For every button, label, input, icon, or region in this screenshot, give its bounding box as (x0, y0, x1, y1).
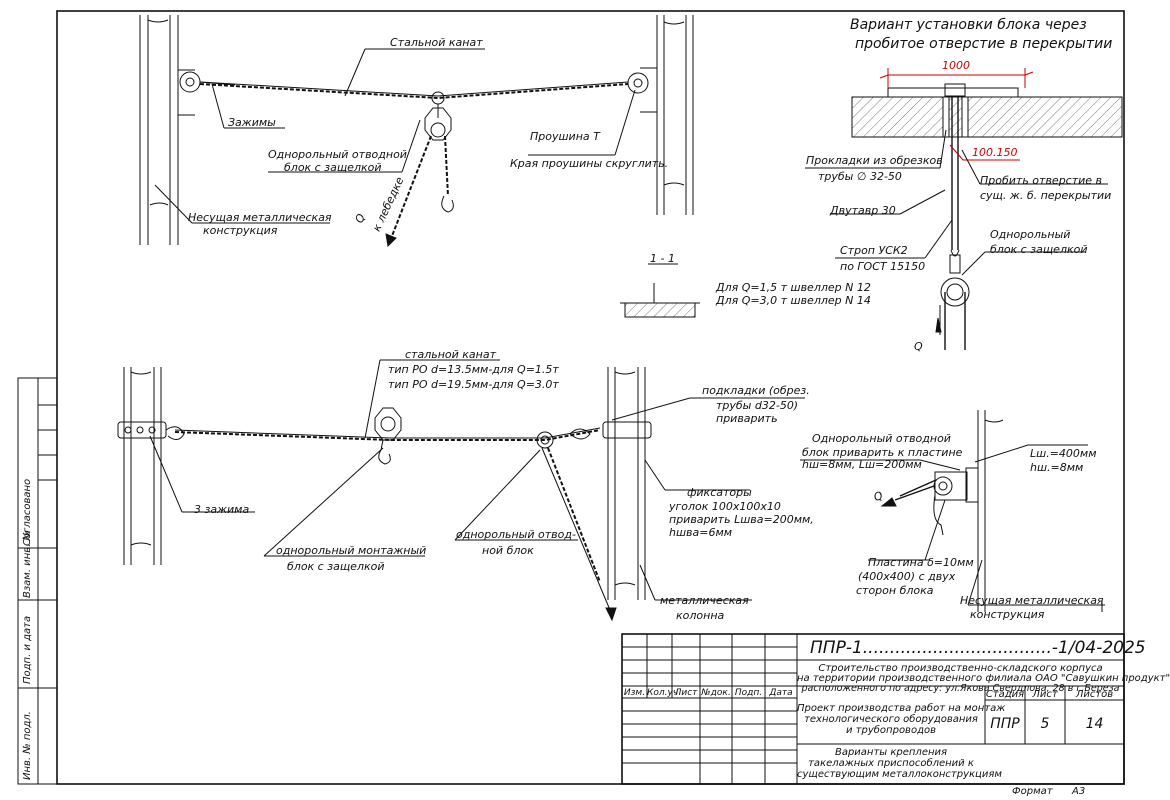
section-note-q30: Для Q=3,0 т швеллер N 14 (716, 294, 871, 307)
label-single-block-line1: Однорольный (990, 228, 1071, 241)
label-weld-block-line3: hш=8мм, Lш=200мм (802, 458, 922, 471)
label-gaskets-line2: трубы ∅ 32-50 (818, 170, 902, 183)
col-header-docno: №док. (701, 688, 731, 698)
label-punch-line2: сущ. ж. б. перекрытии (980, 189, 1112, 202)
label-q-top-right: Q (914, 340, 923, 353)
format-value: А3 (1072, 786, 1086, 797)
dimension-100-150: 100.150 (972, 146, 1018, 159)
sheet-value: 5 (1040, 716, 1050, 732)
subject-line1: Проект производства работ на монтаж (797, 703, 1006, 714)
label-div-block-line2: ной блок (482, 544, 534, 557)
label-weld-length: Lш.=400мм (1030, 447, 1097, 460)
sheet-title-line3: существующим металлоконструкциям (797, 769, 1002, 780)
label-fix-line1: фиксаторы (687, 486, 752, 499)
label-block-line2: блок с защелкой (284, 161, 382, 174)
label-weld-block-line2: блок приварить к пластине (802, 446, 963, 459)
label-punch-line1: Пробить отверстие в (980, 174, 1103, 187)
section-1-1 (620, 263, 700, 318)
label-plate-line3: сторон блока (856, 584, 934, 597)
label-column-line1: металлическая (660, 594, 749, 607)
col-header-change: Изм. (623, 688, 646, 698)
label-block-line1: Однорольный отводной (268, 148, 407, 161)
label-structure-line1: Несущая металлическая (188, 211, 332, 224)
sheet-header: Лист (1032, 689, 1058, 700)
label-column-line2: колонна (676, 609, 725, 622)
label-pads-line1: подкладки (обрез. (702, 384, 810, 397)
label-lug-line2: Края проушины скруглить. (510, 157, 669, 170)
label-fix-line4: hшва=6мм (669, 526, 733, 539)
col-header-sheet: Лист (674, 688, 698, 698)
label-weld-height: hш.=8мм (1030, 461, 1084, 474)
project-line1: Строительство производственно-складского… (818, 663, 1103, 674)
label-weld-block-line1: Однорольный отводной (812, 432, 951, 445)
label-sling-line2: по ГОСТ 15150 (840, 260, 926, 273)
subject-line2: технологического оборудования (804, 714, 978, 725)
label-sling-line1: Строп УСК2 (840, 244, 908, 257)
format-label: Формат (1012, 786, 1053, 797)
subject-line3: и трубопроводов (846, 725, 936, 736)
top-right-slab-diagram (805, 68, 1123, 350)
label-rope-line3: тип РО d=19.5мм-для Q=3.0т (388, 378, 559, 391)
col-header-sign: Подп. (734, 688, 763, 698)
left-strip-frame (17, 377, 58, 785)
label-structure-line2: конструкция (203, 224, 278, 237)
col-header-date: Дата (769, 688, 793, 698)
strip-replace-inv: Взам. инв. № (22, 530, 33, 598)
label-plate-line2: (400х400) с двух (858, 570, 956, 583)
project-line2: на территории производственного филиала … (797, 673, 1170, 684)
strip-inv-orig: Инв. № подл. (22, 711, 33, 780)
label-fix-line2: уголок 100х100х10 (669, 500, 781, 513)
label-br-structure-line2: конструкция (970, 608, 1045, 621)
label-beam: Двутавр 30 (830, 204, 896, 217)
slab-variant-title-line1: Вариант установки блока через (850, 17, 1087, 33)
stage-header: Стадия (985, 689, 1025, 700)
label-pads-line2: трубы d32-50) (716, 399, 799, 412)
sheets-value: 14 (1085, 716, 1104, 732)
sheet-title-line2: такелажных приспособлений к (808, 758, 974, 769)
label-clamps: Зажимы (228, 116, 276, 129)
stage-value: ППР (990, 716, 1020, 732)
strip-sign-date: Подп. и дата (22, 615, 33, 684)
drawing-canvas (17, 10, 1125, 785)
document-code: ППР-1...................................… (810, 638, 1146, 658)
title-block-frame (621, 633, 1125, 785)
label-br-structure-line1: Несущая металлическая (960, 594, 1104, 607)
label-rope-line2: тип РО d=13.5мм-для Q=1.5т (388, 363, 559, 376)
bottom-left-diagram (117, 359, 805, 622)
sheet-title-line1: Варианты крепления (834, 747, 948, 758)
sheets-header: Листов (1075, 689, 1114, 700)
project-line3: расположенного по адресу: ул.Якова Сверд… (801, 683, 1120, 694)
label-rope-line1: стальной канат (405, 348, 497, 361)
label-single-block-line2: блок с защелкой (990, 243, 1088, 256)
label-gaskets-line1: Прокладки из обрезков (806, 154, 943, 167)
label-div-block-line1: однорольный отвод- (456, 528, 576, 541)
dimension-1000: 1000 (942, 59, 970, 72)
label-mount-block-line1: однорольный монтажный (276, 544, 427, 557)
label-plate-line1: Пластина δ=10мм (868, 556, 974, 569)
label-3-clamps: 3 зажима (194, 503, 250, 516)
label-mount-block-line2: блок с защелкой (287, 560, 385, 573)
col-header-count: Кол.уч (647, 688, 679, 698)
top-left-diagram (139, 15, 694, 248)
label-lug-line1: Проушина Т (530, 130, 600, 143)
section-label: 1 - 1 (650, 252, 675, 265)
bottom-right-plate-diagram (800, 410, 1105, 612)
label-pads-line3: приварить (716, 412, 778, 425)
label-fix-line3: приварить Lшва=200мм, (669, 513, 814, 526)
slab-variant-title-line2: пробитое отверстие в перекрытии (855, 36, 1113, 52)
label-steel-rope: Стальной канат (390, 36, 483, 49)
section-note-q15: Для Q=1,5 т швеллер N 12 (716, 281, 871, 294)
